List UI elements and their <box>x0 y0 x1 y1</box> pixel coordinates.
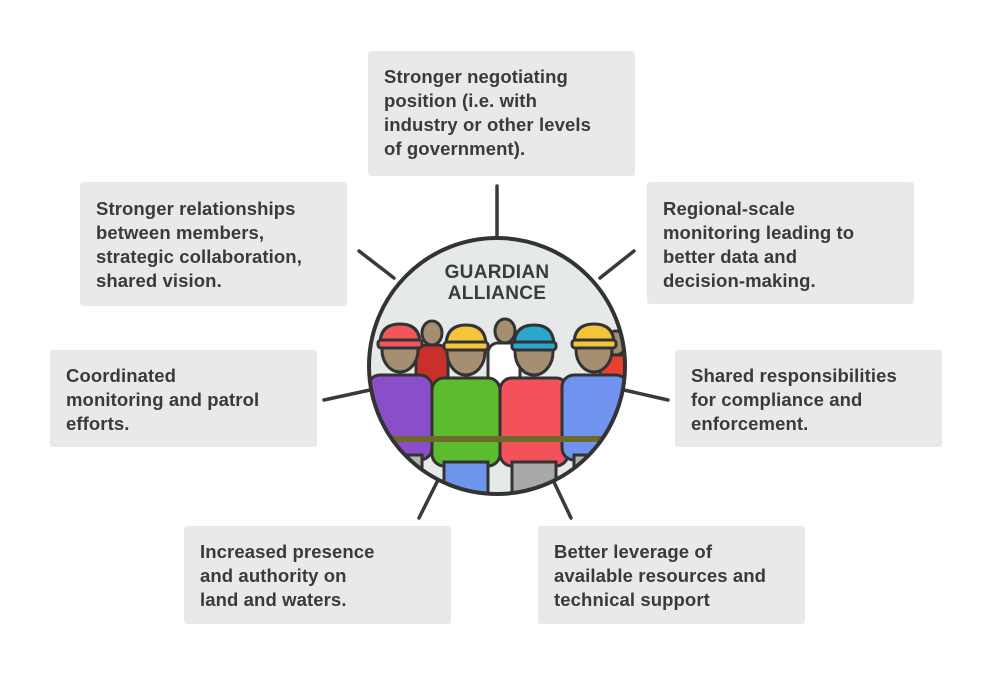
benefit-text-line: position (i.e. with <box>384 90 537 111</box>
benefit-box-presence-authority: Increased presence and authority on land… <box>184 526 451 624</box>
hub-border <box>367 236 627 496</box>
benefit-text-line: monitoring leading to <box>663 222 855 243</box>
guardian-figure-3 <box>498 323 570 494</box>
benefit-text-line: enforcement. <box>691 413 809 434</box>
group-of-guardians-illustration <box>369 317 625 494</box>
benefit-text-line: Stronger relationships <box>96 198 296 219</box>
benefit-text-line: of government). <box>384 138 526 159</box>
benefit-text-line: and authority on <box>200 565 347 586</box>
benefit-text-line: Shared responsibilities <box>691 365 897 386</box>
benefit-text-line: Coordinated <box>66 365 177 386</box>
benefit-text-line: technical support <box>554 589 710 610</box>
benefit-text-line: Better leverage of <box>554 541 713 562</box>
benefit-box-shared-responsibilities: Shared responsibilities for compliance a… <box>675 350 942 447</box>
guardian-figure-2 <box>430 323 502 494</box>
benefit-text-line: monitoring and patrol <box>66 389 260 410</box>
connector-presence-authority <box>417 478 440 520</box>
benefit-text-line: Regional-scale <box>663 198 795 219</box>
benefit-box-regional-monitoring: Regional-scale monitoring leading to bet… <box>647 182 914 304</box>
benefit-box-leverage-resources: Better leverage of available resources a… <box>538 526 805 624</box>
hub-title-line-2: ALLIANCE <box>447 283 547 304</box>
benefit-text-line: Stronger negotiating <box>384 66 568 87</box>
benefit-box-coordinated-monitoring: Coordinated monitoring and patrol effort… <box>50 350 317 447</box>
connector-shared-responsibilities <box>622 388 670 402</box>
benefit-text-line: shared vision. <box>96 270 222 291</box>
benefit-text-line: between members, <box>96 222 265 243</box>
benefit-text-line: Increased presence <box>200 541 375 562</box>
benefit-text-line: industry or other levels <box>384 114 591 135</box>
benefit-box-relationships: Stronger relationships between members, … <box>80 182 347 306</box>
benefit-text-line: for compliance and <box>691 389 863 410</box>
hub-title-line-1: GUARDIAN <box>444 262 550 283</box>
benefit-text-line: land and waters. <box>200 589 347 610</box>
benefit-text-line: available resources and <box>554 565 767 586</box>
benefit-text-line: strategic collaboration, <box>96 246 302 267</box>
connector-relationships <box>357 249 396 280</box>
belt-line <box>369 436 625 442</box>
benefit-text-line: better data and <box>663 246 798 267</box>
benefit-box-negotiating: Stronger negotiating position (i.e. with… <box>368 51 635 176</box>
benefit-text-line: decision-making. <box>663 270 816 291</box>
connector-leverage-resources <box>551 478 573 520</box>
connector-regional-monitoring <box>598 249 636 280</box>
connector-coordinated-monitoring <box>322 388 372 402</box>
benefit-text-line: efforts. <box>66 413 130 434</box>
